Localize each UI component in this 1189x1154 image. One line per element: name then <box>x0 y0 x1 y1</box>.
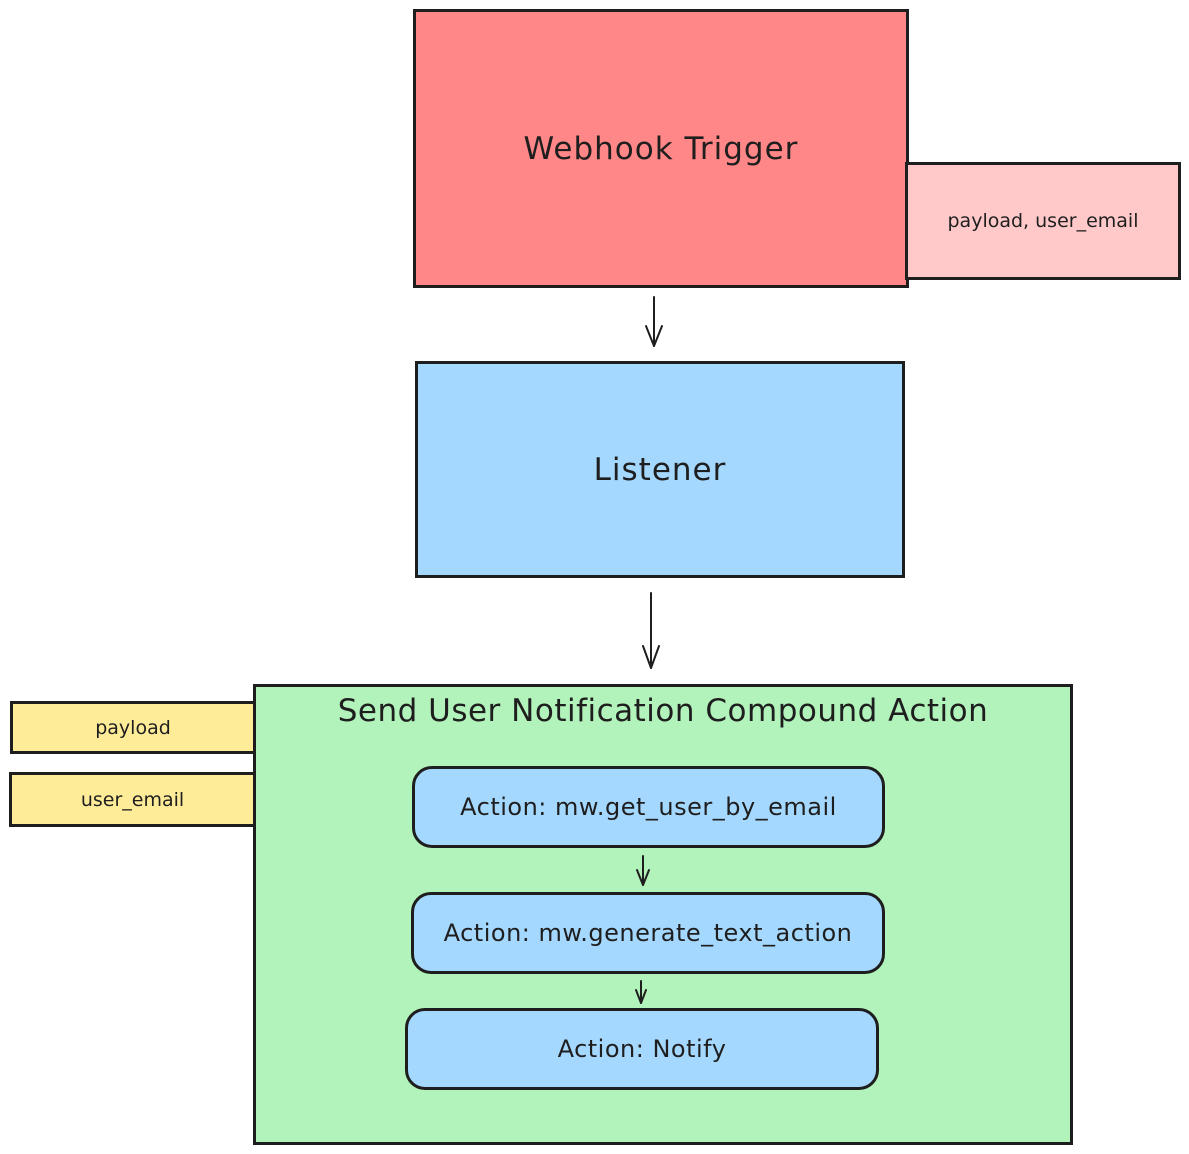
webhook-trigger-label: Webhook Trigger <box>523 130 799 167</box>
webhook-output-note[interactable]: payload, user_email <box>905 162 1181 280</box>
input-payload-note[interactable]: payload <box>10 701 256 754</box>
action-get-user-by-email-label: Action: mw.get_user_by_email <box>460 793 837 821</box>
action-notify-node[interactable]: Action: Notify <box>405 1008 879 1090</box>
listener-node[interactable]: Listener <box>415 361 905 578</box>
webhook-trigger-node[interactable]: Webhook Trigger <box>413 9 909 288</box>
arrow-webhook-to-listener <box>645 296 663 347</box>
webhook-output-label: payload, user_email <box>947 210 1139 232</box>
action-notify-label: Action: Notify <box>557 1035 727 1063</box>
input-user-email-label: user_email <box>80 788 185 811</box>
arrow-listener-to-compound <box>642 592 660 669</box>
input-user-email-note[interactable]: user_email <box>9 772 256 827</box>
action-generate-text-node[interactable]: Action: mw.generate_text_action <box>411 892 885 974</box>
action-generate-text-label: Action: mw.generate_text_action <box>443 919 853 947</box>
compound-action-title: Send User Notification Compound Action <box>337 693 989 729</box>
input-payload-label: payload <box>95 716 171 739</box>
action-get-user-by-email-node[interactable]: Action: mw.get_user_by_email <box>412 766 885 848</box>
listener-label: Listener <box>593 451 727 488</box>
